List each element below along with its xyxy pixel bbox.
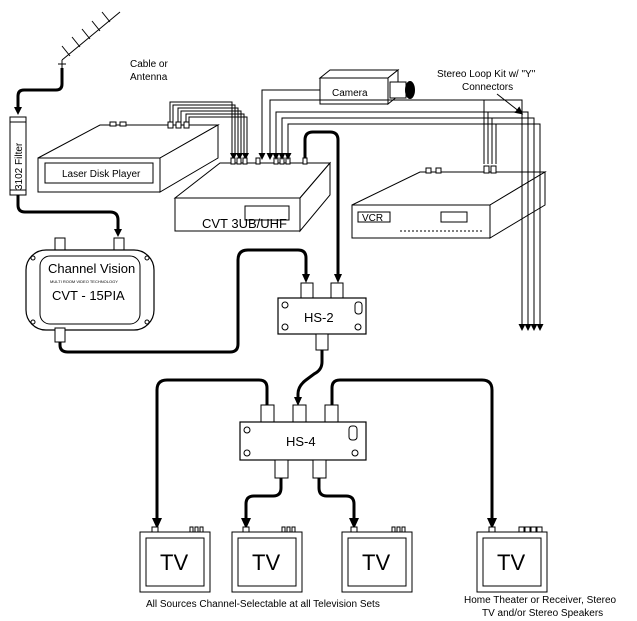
caption-home-theater-2: TV and/or Stereo Speakers — [482, 608, 603, 619]
tv-2-label: TV — [252, 550, 280, 575]
caption-all-sources: All Sources Channel-Selectable at all Te… — [146, 599, 380, 610]
laser-disk-player: Laser Disk Player — [37, 121, 220, 193]
channel-vision-cvt15pia: Channel Vision MULTI ROOM VIDEO TECHNOLO… — [25, 237, 155, 343]
stereo-loop-pointer — [496, 93, 524, 115]
cable-antenna-label-1: Cable or — [130, 59, 168, 70]
stereo-loop-label-1: Stereo Loop Kit w/ "Y" — [437, 69, 536, 80]
cvt-3ub-modulator: CVT 3UB/UHF — [173, 157, 332, 233]
cvt-15pia-label: CVT - 15PIA — [52, 288, 125, 303]
antenna-icon — [58, 11, 121, 68]
hs4-label: HS-4 — [286, 434, 316, 449]
cable-antenna-label-2: Antenna — [130, 72, 168, 83]
hs4-splitter: HS-4 — [239, 404, 367, 479]
tv-3: TV — [341, 526, 413, 593]
caption-home-theater-1: Home Theater or Receiver, Stereo — [464, 595, 617, 606]
camera-label: Camera — [332, 88, 368, 99]
tv-4-label: TV — [497, 550, 525, 575]
filter-to-modulator-cable — [16, 195, 120, 232]
tv-2: TV — [231, 526, 303, 593]
laser-disk-player-label: Laser Disk Player — [62, 169, 141, 180]
hs2-label: HS-2 — [304, 310, 334, 325]
hs4-output-cables — [155, 378, 494, 520]
modulator-to-hs2-cable — [58, 248, 308, 354]
camera-cable — [261, 89, 320, 156]
vcr-stereo-loop-cables — [269, 99, 541, 326]
antenna-cable-arrow — [14, 107, 22, 115]
stereo-loop-label-2: Connectors — [462, 82, 513, 93]
antenna-cable — [16, 68, 64, 110]
tv-1-label: TV — [160, 550, 188, 575]
filter-label: 3102 Filter — [14, 142, 25, 190]
tv-1: TV — [139, 526, 211, 593]
ldp-to-cvt-cables — [169, 101, 248, 156]
tv-4: TV — [476, 526, 548, 593]
channel-vision-label: Channel Vision — [48, 261, 135, 276]
vcr-label: VCR — [362, 213, 383, 224]
cvt-to-hs2-cable — [303, 130, 340, 276]
cvt-3ub-label: CVT 3UB/UHF — [202, 216, 287, 231]
camera-icon — [318, 68, 415, 106]
vcr: VCR — [351, 165, 547, 239]
hs2-splitter: HS-2 — [277, 282, 367, 351]
filter-3102: 3102 Filter — [9, 116, 27, 196]
channel-vision-sub-label: MULTI ROOM VIDEO TECHNOLOGY — [50, 279, 118, 284]
hs2-to-hs4-cable — [296, 350, 324, 400]
tv-3-label: TV — [362, 550, 390, 575]
